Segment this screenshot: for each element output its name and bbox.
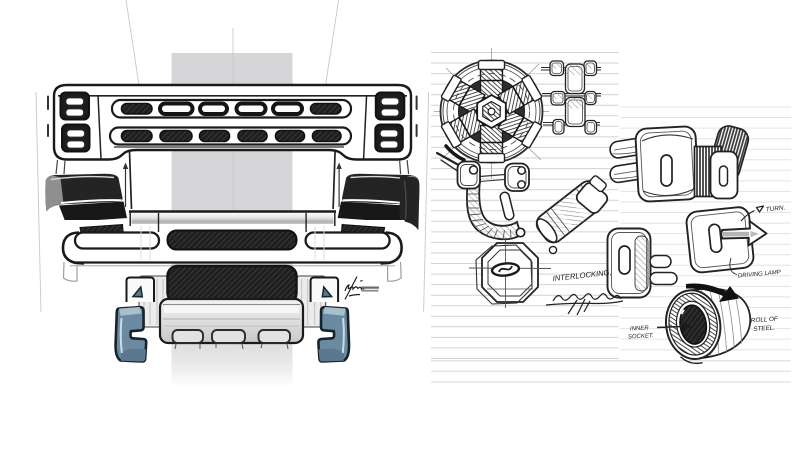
svg-text:SOCKET.: SOCKET. (628, 333, 654, 340)
svg-text:INNER: INNER (630, 325, 650, 332)
svg-text:TURN.: TURN. (766, 204, 786, 213)
svg-text:ROLL OF: ROLL OF (751, 316, 779, 325)
svg-text:DRIVING LAMP: DRIVING LAMP (738, 270, 781, 280)
svg-text:STEEL.: STEEL. (753, 324, 775, 332)
